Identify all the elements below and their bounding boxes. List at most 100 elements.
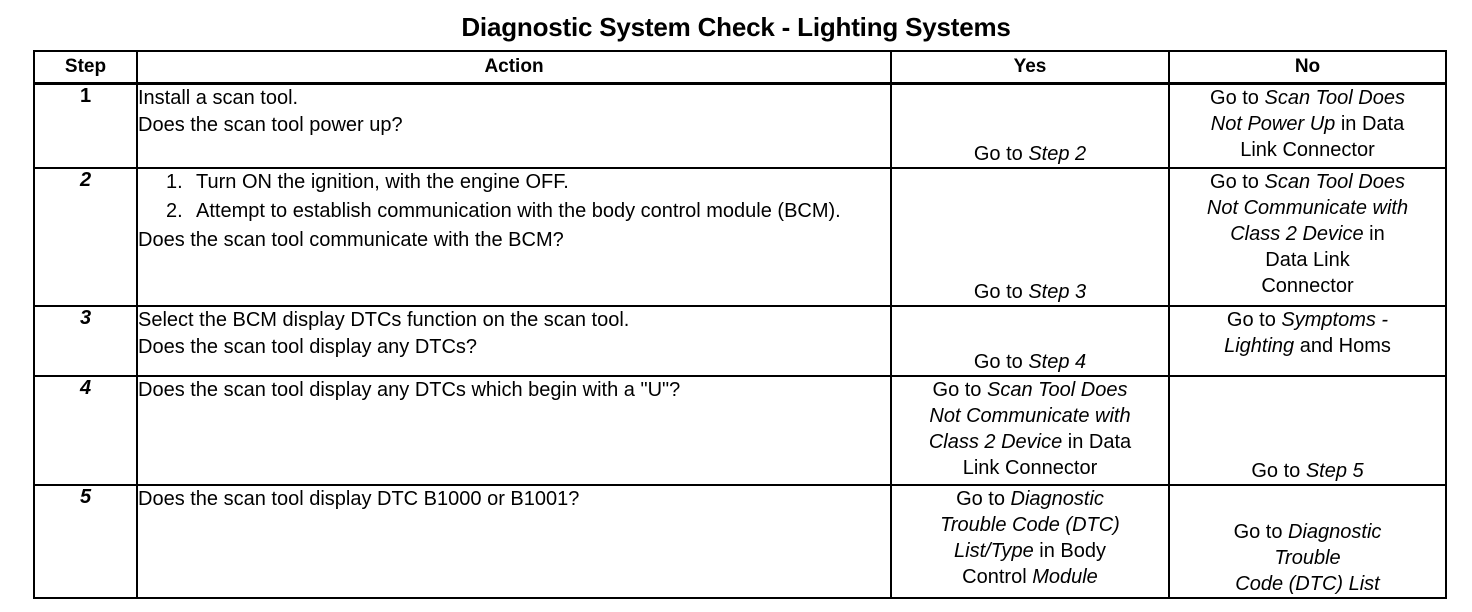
cell-action: Does the scan tool display any DTCs whic… — [136, 374, 892, 486]
action-step-item: 2.Attempt to establish communication wit… — [166, 198, 890, 225]
action-step-text: Attempt to establish communication with … — [196, 199, 841, 222]
plain-text: in Body — [1033, 539, 1106, 562]
action-step-number: 1. — [166, 170, 183, 193]
no-text: Go to Symptoms -Lighting and Homs — [1170, 307, 1445, 359]
yes-line: Link Connector — [892, 455, 1168, 481]
no-line: Not Communicate with — [1170, 195, 1445, 221]
no-line: Class 2 Device in — [1170, 221, 1445, 247]
yes-text: Go to Step 3 — [892, 279, 1168, 305]
yes-line: Go to Step 2 — [892, 141, 1168, 167]
yes-line: List/Type in Body — [892, 538, 1168, 564]
yes-line: Go to Step 4 — [892, 349, 1168, 375]
no-line: Data Link — [1170, 247, 1445, 273]
cell-step-number: 1 — [33, 82, 138, 169]
plain-text: Go to — [1226, 308, 1282, 331]
no-line: Lighting and Homs — [1170, 333, 1445, 359]
no-line: Go to Diagnostic — [1170, 519, 1445, 545]
yes-line: Go to Scan Tool Does — [892, 377, 1168, 403]
action-step-text: Turn ON the ignition, with the engine OF… — [196, 170, 569, 193]
yes-line: Not Communicate with — [892, 403, 1168, 429]
plain-text: in Data — [1062, 430, 1132, 453]
reference-text: Class 2 Device — [928, 430, 1063, 453]
reference-text: Trouble — [1274, 546, 1341, 569]
action-step-list: 1. Turn ON the ignition, with the engine … — [166, 169, 890, 225]
plain-text: Data Link — [1265, 248, 1350, 271]
plain-text: Go to — [1210, 87, 1265, 109]
reference-text: Scan Tool Does — [1264, 170, 1405, 193]
reference-text: Step 3 — [1028, 280, 1087, 303]
column-header-no: No — [1168, 50, 1447, 85]
plain-text: in — [1363, 222, 1385, 245]
yes-line: Go to Diagnostic — [892, 486, 1168, 512]
yes-text: Go to Step 2 — [892, 141, 1168, 167]
cell-yes: Go to Step 2 — [890, 82, 1170, 169]
table-header-row: Step Action Yes No — [33, 50, 1447, 85]
yes-line: Trouble Code (DTC) — [892, 512, 1168, 538]
cell-action: Select the BCM display DTCs function on … — [136, 304, 892, 377]
reference-text: Symptoms - — [1281, 308, 1389, 331]
no-line: Trouble — [1170, 545, 1445, 571]
plain-text: Go to — [973, 280, 1029, 303]
reference-text: Diagnostic — [1288, 520, 1382, 543]
reference-text: Scan Tool Does — [1264, 87, 1405, 109]
page-title: Diagnostic System Check - Lighting Syste… — [461, 12, 1011, 42]
plain-text: Go to — [973, 142, 1029, 165]
yes-line: Go to Step 3 — [892, 279, 1168, 305]
action-line: Does the scan tool display any DTCs whic… — [138, 378, 681, 401]
action-line: Does the scan tool communicate with the … — [138, 228, 564, 251]
no-line: Go to Symptoms - — [1170, 307, 1445, 333]
no-line: Go to Step 5 — [1170, 458, 1445, 484]
no-text: Go to Step 5 — [1170, 458, 1445, 484]
yes-text: Go to Step 4 — [892, 349, 1168, 375]
reference-text: Code (DTC) List — [1235, 572, 1380, 595]
reference-text: Step 4 — [1028, 350, 1087, 373]
no-line: Link Connector — [1170, 137, 1445, 163]
action-step-item: 1. Turn ON the ignition, with the engine … — [166, 169, 890, 196]
no-line: Go to Scan Tool Does — [1170, 85, 1445, 111]
cell-yes: Go to Step 3 — [890, 166, 1170, 307]
no-line: Not Power Up in Data — [1170, 111, 1445, 137]
action-line: Install a scan tool. — [138, 87, 299, 109]
reference-text: Scan Tool Does — [987, 378, 1128, 401]
reference-text: Class 2 Device — [1230, 222, 1364, 245]
plain-text: Connector — [1261, 274, 1354, 297]
plain-text: Go to — [1251, 459, 1306, 482]
column-header-action: Action — [136, 50, 892, 85]
yes-line: Class 2 Device in Data — [892, 429, 1168, 455]
reference-text: Module — [1032, 565, 1098, 588]
reference-text: Step 2 — [1028, 142, 1087, 165]
table-header: Step Action Yes No — [33, 50, 1447, 85]
action-line: Does the scan tool display DTC B1000 or … — [138, 487, 580, 510]
plain-text: Control — [962, 565, 1033, 588]
plain-text: Link Connector — [1240, 139, 1375, 161]
cell-action: Install a scan tool.Does the scan tool p… — [136, 82, 892, 169]
reference-text: Lighting — [1224, 334, 1295, 357]
plain-text: Go to — [932, 378, 987, 401]
cell-action: 1. Turn ON the ignition, with the engine … — [136, 166, 892, 307]
reference-text: List/Type — [954, 539, 1034, 562]
cell-yes: Go to Step 4 — [890, 304, 1170, 377]
no-line: Connector — [1170, 273, 1445, 299]
column-header-yes: Yes — [890, 50, 1170, 85]
cell-action: Does the scan tool display DTC B1000 or … — [136, 483, 892, 599]
plain-text: in Data — [1335, 113, 1405, 135]
action-line: Does the scan tool display any DTCs? — [138, 335, 478, 358]
cell-step-number: 5 — [33, 483, 138, 599]
reference-text: Not Communicate with — [929, 404, 1131, 427]
reference-text: Step 5 — [1305, 459, 1364, 482]
column-header-step: Step — [33, 50, 138, 85]
